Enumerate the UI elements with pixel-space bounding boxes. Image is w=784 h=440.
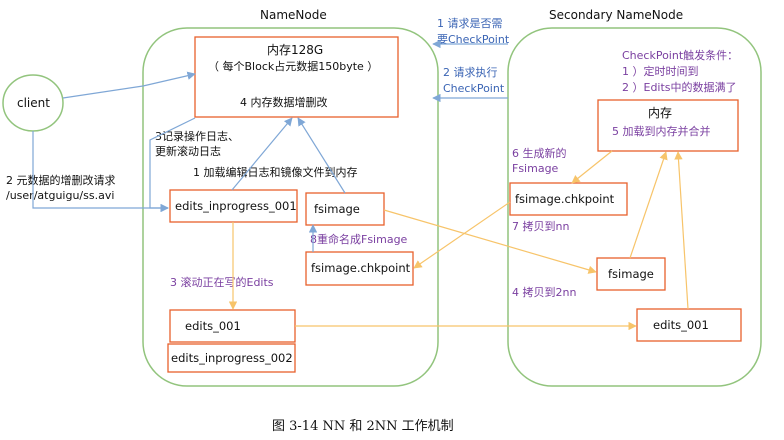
sn-memory-title: 内存 [648, 106, 672, 120]
nn-fsimage-chkpoint-label: fsimage.chkpoint [311, 261, 411, 275]
nn-memory-crud-label: 4 内存数据增删改 [240, 95, 328, 109]
nn-fsimage-chkpoint-box [305, 251, 414, 286]
edits-inprogress-002-label: edits_inprogress_002 [171, 351, 293, 365]
arrow-sn-edits-load [674, 151, 689, 310]
arrow-fsimage-load-to-memory [297, 117, 346, 194]
arrow-chkpoint-copy-to-nn [413, 201, 511, 269]
sn-memory-merge-label: 5 加载到内存并合并 [612, 124, 711, 138]
namenode-title: NameNode [260, 8, 327, 22]
arrow-client-to-memory [62, 71, 196, 99]
client-request-label: 2 元数据的增删改请求 [6, 173, 116, 187]
edits-inprogress-002-box [167, 343, 296, 373]
arrow-client-to-edits [32, 131, 169, 213]
client-request-path: /user/atguigu/ss.avi [6, 189, 114, 202]
secondary-namenode-container [507, 27, 762, 387]
arrow-fsimage-copy-to-2nn [383, 209, 597, 274]
nn-memory-size: 内存128G [267, 43, 323, 57]
load-edits-fsimage-label: 1 加载编辑日志和镜像文件到内存 [193, 165, 358, 179]
generate-fsimage-label-2: Fsimage [512, 162, 559, 175]
figure-caption: 图 3-14 NN 和 2NN 工作机制 [272, 419, 454, 434]
rename-fsimage-label: 8重命名成Fsimage [310, 232, 408, 246]
arrow-sn-fsimage-load [629, 151, 668, 259]
copy-to-nn-label: 7 拷贝到nn [512, 219, 569, 233]
nn-fsimage-label: fsimage [314, 202, 360, 216]
namenode-container [142, 27, 439, 387]
trigger-condition-1: 1 ）定时时间到 [622, 64, 699, 78]
arrow-memory-generate-chkpoint [571, 150, 613, 184]
trigger-condition-2: 2 ）Edits中的数据满了 [622, 80, 737, 94]
ask-checkpoint-label-1: 1 请求是否需 [437, 17, 503, 30]
exec-checkpoint-label-1: 2 请求执行 [443, 65, 498, 79]
record-log-label-2: 更新滚动日志 [155, 144, 221, 158]
trigger-condition-title: CheckPoint触发条件： [622, 48, 738, 62]
ask-checkpoint-label-2: 要CheckPoint [437, 33, 510, 46]
arrow-memory-to-edits [149, 117, 196, 213]
nn-memory-block-note: （ 每个Block占元数据150byte ） [208, 59, 378, 73]
exec-checkpoint-label-2: CheckPoint [443, 82, 505, 95]
sn-edits-001-box [636, 308, 742, 342]
client-label: client [17, 96, 50, 110]
generate-fsimage-label-1: 6 生成新的 [512, 146, 567, 160]
sn-fsimage-chkpoint-box [509, 182, 628, 216]
sn-memory-box [597, 99, 739, 152]
arrow-edits-load-to-memory [231, 117, 293, 191]
edits-inprogress-001-label: edits_inprogress_001 [175, 199, 297, 213]
record-log-label-1: 3记录操作日志、 [155, 129, 239, 143]
nn-edits-001-label: edits_001 [185, 319, 241, 333]
sn-edits-001-label: edits_001 [653, 318, 709, 332]
sn-fsimage-chkpoint-label: fsimage.chkpoint [515, 192, 615, 206]
copy-to-2nn-label: 4 拷贝到2nn [512, 285, 576, 299]
sn-fsimage-label: fsimage [608, 267, 654, 281]
roll-edits-label: 3 滚动正在写的Edits [170, 275, 274, 289]
sn-fsimage-box [596, 257, 666, 291]
secondary-namenode-title: Secondary NameNode [549, 8, 683, 22]
